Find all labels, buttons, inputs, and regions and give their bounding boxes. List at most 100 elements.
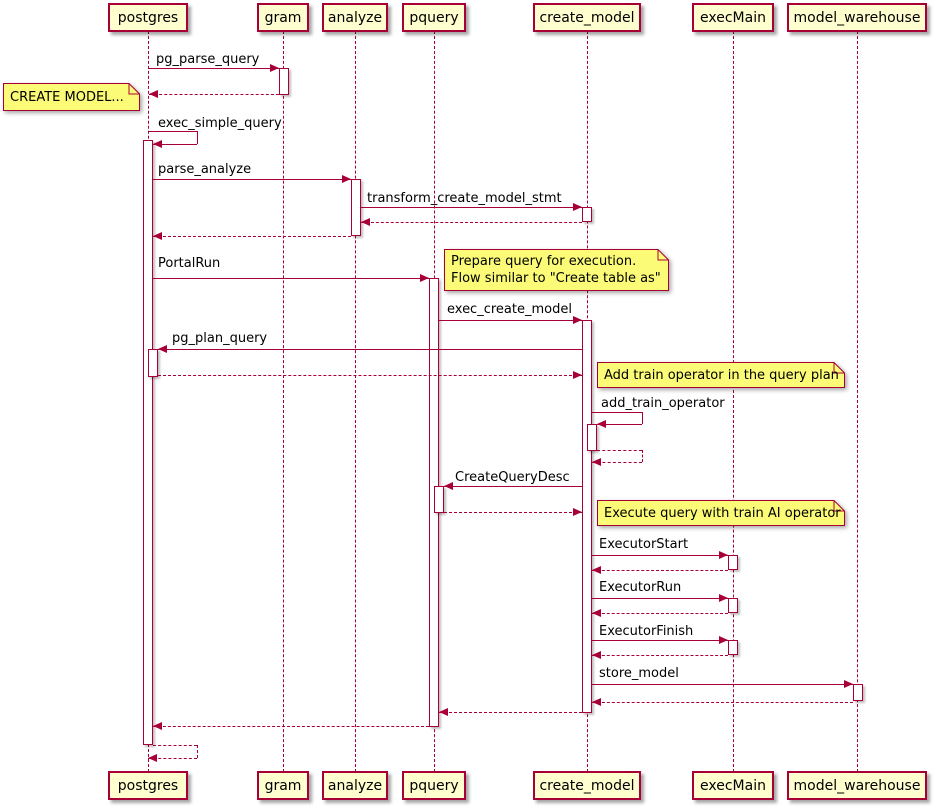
note-text: Prepare query for execution.Flow similar… (451, 253, 661, 287)
arrowhead-icon (573, 508, 582, 516)
self-return-arrow (197, 745, 198, 758)
arrowhead-icon (597, 420, 606, 428)
arrowhead-icon (573, 203, 582, 211)
participant-label: execMain (700, 9, 766, 26)
participant-label: execMain (700, 777, 766, 794)
return-arrow (592, 570, 728, 571)
self-message-arrow (597, 424, 642, 425)
arrowhead-icon (444, 482, 453, 490)
participant-label: pquery (409, 9, 459, 26)
return-arrow (444, 512, 582, 513)
participant-pquery-top: pquery (402, 3, 466, 32)
message-label: CreateQueryDesc (455, 470, 570, 485)
activation-bar (728, 640, 738, 655)
lifeline-gram (283, 31, 284, 772)
activation-bar (279, 68, 289, 95)
participant-execMain-top: execMain (692, 3, 774, 32)
return-arrow (592, 613, 728, 614)
arrowhead-icon (573, 316, 582, 324)
participant-analyze-bottom: analyze (322, 771, 388, 800)
participant-pquery-bottom: pquery (402, 771, 466, 800)
lifeline-model_warehouse (857, 31, 858, 772)
activation-bar (582, 207, 592, 222)
message-arrow (158, 349, 582, 350)
note-line: Prepare query for execution. (451, 254, 637, 269)
note-line: Execute query with train AI operator (604, 505, 841, 521)
return-arrow (153, 236, 351, 237)
participant-execMain-bottom: execMain (692, 771, 774, 800)
message-label: pg_parse_query (156, 52, 260, 67)
message-label: exec_create_model (447, 302, 572, 317)
participant-gram-bottom: gram (257, 771, 309, 800)
participant-create_model-bottom: create_model (533, 771, 641, 800)
message-label: pg_plan_query (172, 331, 268, 346)
self-return-arrow (592, 462, 642, 463)
note (444, 249, 669, 291)
activation-bar (728, 598, 738, 613)
participant-label: postgres (117, 777, 179, 794)
participant-gram-top: gram (257, 3, 309, 32)
note-line: Add train operator in the query plan (604, 367, 839, 383)
message-label: transform_create_model_stmt (367, 191, 562, 206)
return-arrow (592, 702, 853, 703)
message-arrow (361, 207, 582, 208)
activation-bar (143, 140, 153, 745)
arrowhead-icon (361, 218, 370, 226)
self-message-arrow (148, 131, 197, 132)
lifeline-execMain (733, 31, 734, 772)
activation-bar (587, 424, 597, 451)
message-arrow (592, 598, 728, 599)
self-return-arrow (153, 745, 197, 746)
return-arrow (158, 375, 582, 376)
message-label: parse_analyze (158, 162, 252, 177)
participant-label: gram (264, 777, 302, 794)
arrowhead-icon (719, 594, 728, 602)
participant-postgres-top: postgres (108, 3, 188, 32)
message-arrow (439, 320, 582, 321)
activation-bar (434, 486, 444, 513)
arrowhead-icon (592, 698, 601, 706)
note-text: Add train operator in the query plan (604, 367, 839, 384)
message-label: PortalRun (158, 256, 221, 271)
participant-model_warehouse-bottom: model_warehouse (787, 771, 927, 800)
note (597, 500, 845, 526)
message-label: store_model (599, 666, 679, 681)
arrowhead-icon (158, 345, 167, 353)
message-arrow (153, 179, 351, 180)
message-label: ExecutorFinish (599, 624, 694, 639)
participant-label: postgres (117, 9, 179, 26)
return-arrow (439, 712, 582, 713)
arrowhead-icon (439, 708, 448, 716)
participant-label: pquery (409, 777, 459, 794)
arrowhead-icon (148, 754, 157, 762)
arrowhead-icon (719, 636, 728, 644)
note-line: CREATE MODEL... (10, 89, 124, 105)
arrowhead-icon (844, 680, 853, 688)
return-arrow (361, 222, 582, 223)
arrowhead-icon (420, 274, 429, 282)
arrowhead-icon (592, 458, 601, 466)
self-return-arrow (597, 450, 642, 451)
return-arrow (149, 94, 279, 95)
arrowhead-icon (592, 609, 601, 617)
note-text: Execute query with train AI operator (604, 505, 841, 522)
participant-label: create_model (539, 9, 635, 26)
note-text: CREATE MODEL... (10, 89, 124, 106)
participant-model_warehouse-top: model_warehouse (787, 3, 927, 32)
arrowhead-icon (592, 566, 601, 574)
arrowhead-icon (153, 722, 162, 730)
message-label: add_train_operator (601, 396, 725, 411)
self-message-arrow (197, 131, 198, 144)
arrowhead-icon (342, 175, 351, 183)
arrowhead-icon (270, 64, 279, 72)
participant-postgres-bottom: postgres (108, 771, 188, 800)
participant-label: analyze (327, 9, 383, 26)
message-arrow (153, 278, 429, 279)
activation-bar (582, 320, 592, 713)
participant-label: model_warehouse (793, 9, 921, 26)
note (3, 83, 140, 111)
self-message-arrow (592, 412, 642, 413)
participant-label: gram (264, 9, 302, 26)
participant-label: model_warehouse (793, 777, 921, 794)
